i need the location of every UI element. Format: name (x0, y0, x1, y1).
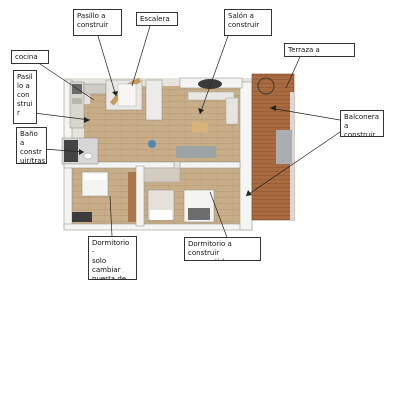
label-dormitorio-solo-puerta: Dormitorio - solo cambiar puerta de entr… (88, 236, 137, 280)
label-escalera: Escalera (136, 12, 178, 26)
label-bano: Baño a constr uir/tras (16, 127, 47, 164)
label-pasillo: Pasillo a construir (73, 9, 122, 36)
label-balconera: Balconera a construir (340, 110, 384, 137)
label-terraza: Terraza a construir (284, 43, 355, 57)
label-cocina: cocina (11, 50, 49, 64)
bedroom-right-furniture (143, 167, 215, 223)
terrace (251, 73, 295, 221)
label-dormitorio-vestidor: Dormitorio a construir con vestidor (184, 237, 261, 261)
living-room-furniture (148, 79, 239, 158)
bedroom-left-furniture (72, 171, 136, 222)
label-pasillo-lateral: Pasil lo a con strui r (13, 70, 37, 124)
leader-lines (25, 25, 341, 241)
staircase (105, 77, 163, 121)
leader-arrowheads (79, 91, 276, 196)
label-salon: Salón a construir (224, 9, 272, 36)
